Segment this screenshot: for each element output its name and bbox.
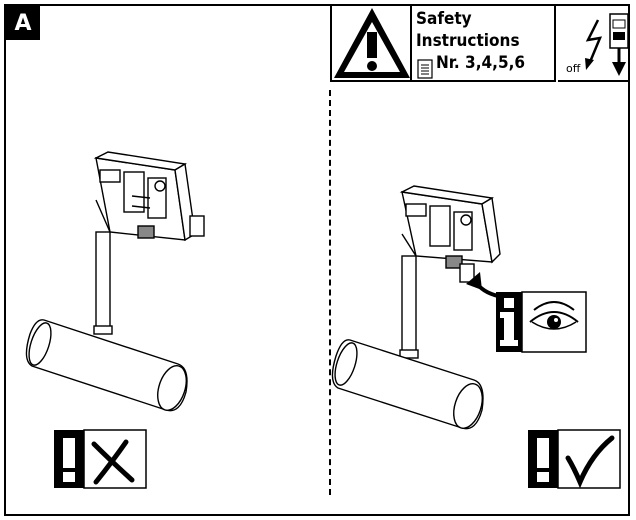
pointer-arrow xyxy=(466,272,499,298)
spotlight-stem-left xyxy=(93,231,113,335)
track-adapter-left xyxy=(93,151,205,242)
panel-divider xyxy=(329,90,331,495)
exclamation-icon xyxy=(528,430,558,488)
exclamation-icon xyxy=(54,430,84,488)
track-adapter-right xyxy=(399,185,501,283)
safety-title-line1: Safety xyxy=(416,9,472,29)
spotlight-body-left xyxy=(25,319,188,412)
info-icon xyxy=(496,292,522,352)
check-mark-icon xyxy=(557,429,621,489)
lightning-bolt-icon xyxy=(585,19,603,70)
safety-title-line2: Instructions xyxy=(416,31,520,51)
safety-instructions-text: Safety Instructions Nr. 3,4,5,6 xyxy=(416,8,554,74)
safety-reference: Nr. 3,4,5,6 xyxy=(416,52,554,74)
safety-box-separator xyxy=(410,4,412,82)
document-icon xyxy=(417,59,433,79)
panel-label: A xyxy=(6,6,40,40)
page-frame xyxy=(4,4,630,516)
spotlight-stem-right xyxy=(399,255,419,359)
power-off-box xyxy=(558,4,630,82)
safety-reference-text: Nr. 3,4,5,6 xyxy=(436,53,526,73)
spotlight-body-right xyxy=(331,339,484,430)
warning-triangle-icon xyxy=(334,8,410,78)
power-off-label: off xyxy=(566,62,581,75)
eye-icon xyxy=(521,291,587,353)
cross-mark-icon xyxy=(83,429,147,489)
